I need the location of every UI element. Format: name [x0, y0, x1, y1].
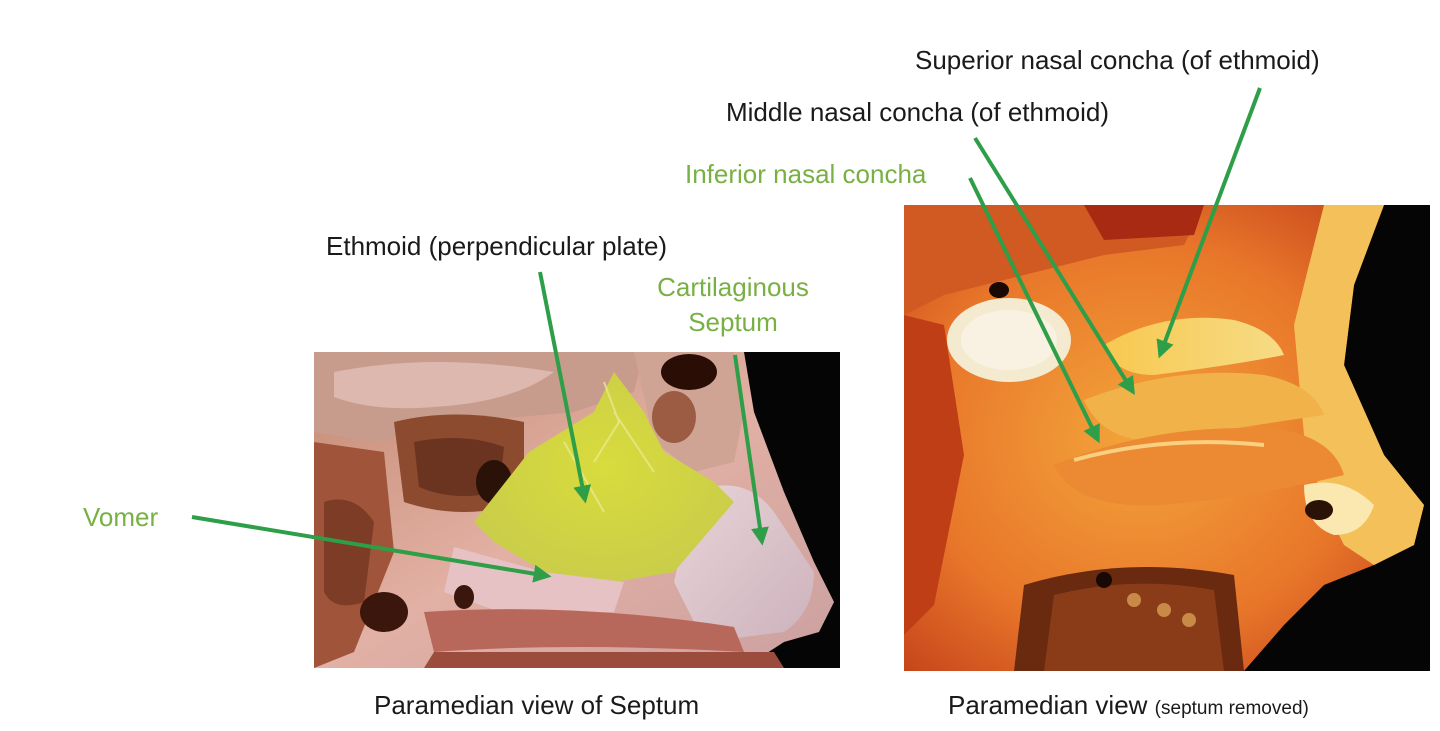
label-middle-nasal-concha: Middle nasal concha (of ethmoid)	[726, 97, 1109, 127]
label-ethmoid-perpendicular-plate: Ethmoid (perpendicular plate)	[326, 231, 668, 261]
label-vomer: Vomer	[83, 502, 159, 532]
caption-right: Paramedian view (septum removed)	[948, 690, 1309, 724]
label-cartilaginous-line1: Cartilaginous	[657, 272, 809, 302]
caption-right-note: (septum removed)	[1154, 698, 1309, 719]
septum-photo	[314, 352, 840, 668]
label-superior-nasal-concha: Superior nasal concha (of ethmoid)	[915, 45, 1320, 75]
label-inferior-nasal-concha: Inferior nasal concha	[685, 159, 927, 189]
caption-left: Paramedian view of Septum	[374, 690, 700, 720]
label-cartilaginous-line2: Septum	[688, 307, 778, 337]
lateral-wall-photo	[904, 205, 1430, 671]
caption-right-main: Paramedian view	[948, 690, 1148, 720]
label-cartilaginous-septum: Cartilaginous Septum	[640, 272, 826, 337]
